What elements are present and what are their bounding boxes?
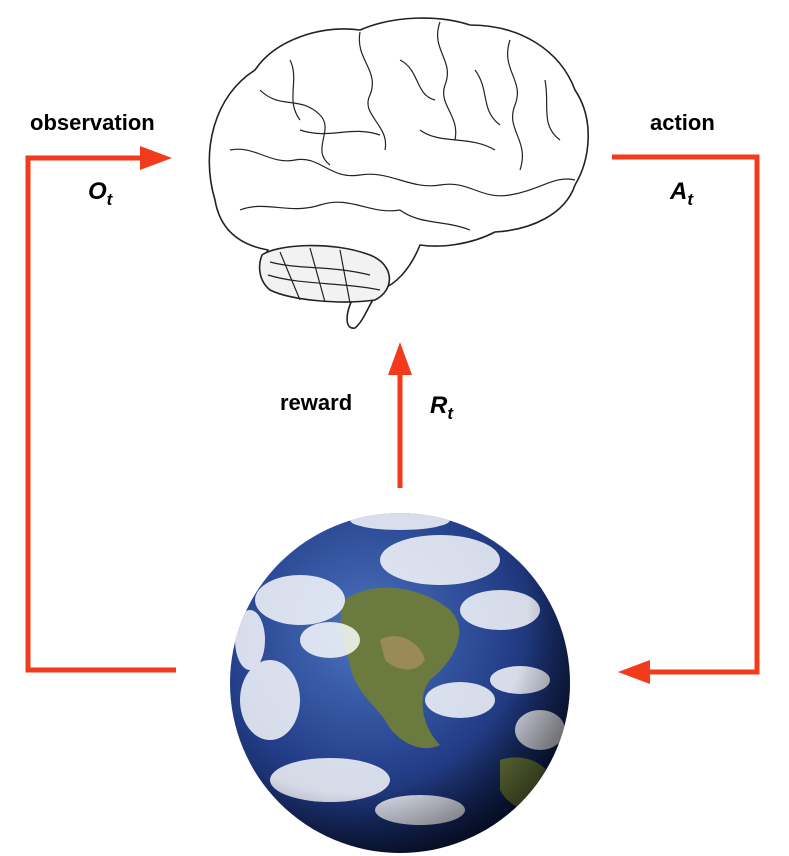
- reward-symbol: Rt: [430, 392, 453, 424]
- action-symbol-base: A: [670, 178, 688, 205]
- reward-symbol-subscript: t: [447, 404, 454, 423]
- reward-symbol-base: R: [430, 392, 448, 419]
- observation-label: observation: [30, 110, 155, 135]
- brain-icon: [208, 17, 589, 329]
- observation-symbol-subscript: t: [106, 190, 113, 209]
- observation-symbol: Ot: [88, 178, 112, 210]
- observation-symbol-base: O: [88, 178, 107, 205]
- action-label: action: [650, 110, 715, 135]
- earth-icon: [230, 513, 570, 853]
- action-symbol: At: [670, 178, 693, 210]
- action-arrow: [612, 154, 760, 684]
- observation-arrow: [25, 146, 176, 673]
- reward-label: reward: [280, 390, 353, 415]
- action-symbol-subscript: t: [687, 190, 694, 209]
- reward-arrow: [388, 342, 412, 488]
